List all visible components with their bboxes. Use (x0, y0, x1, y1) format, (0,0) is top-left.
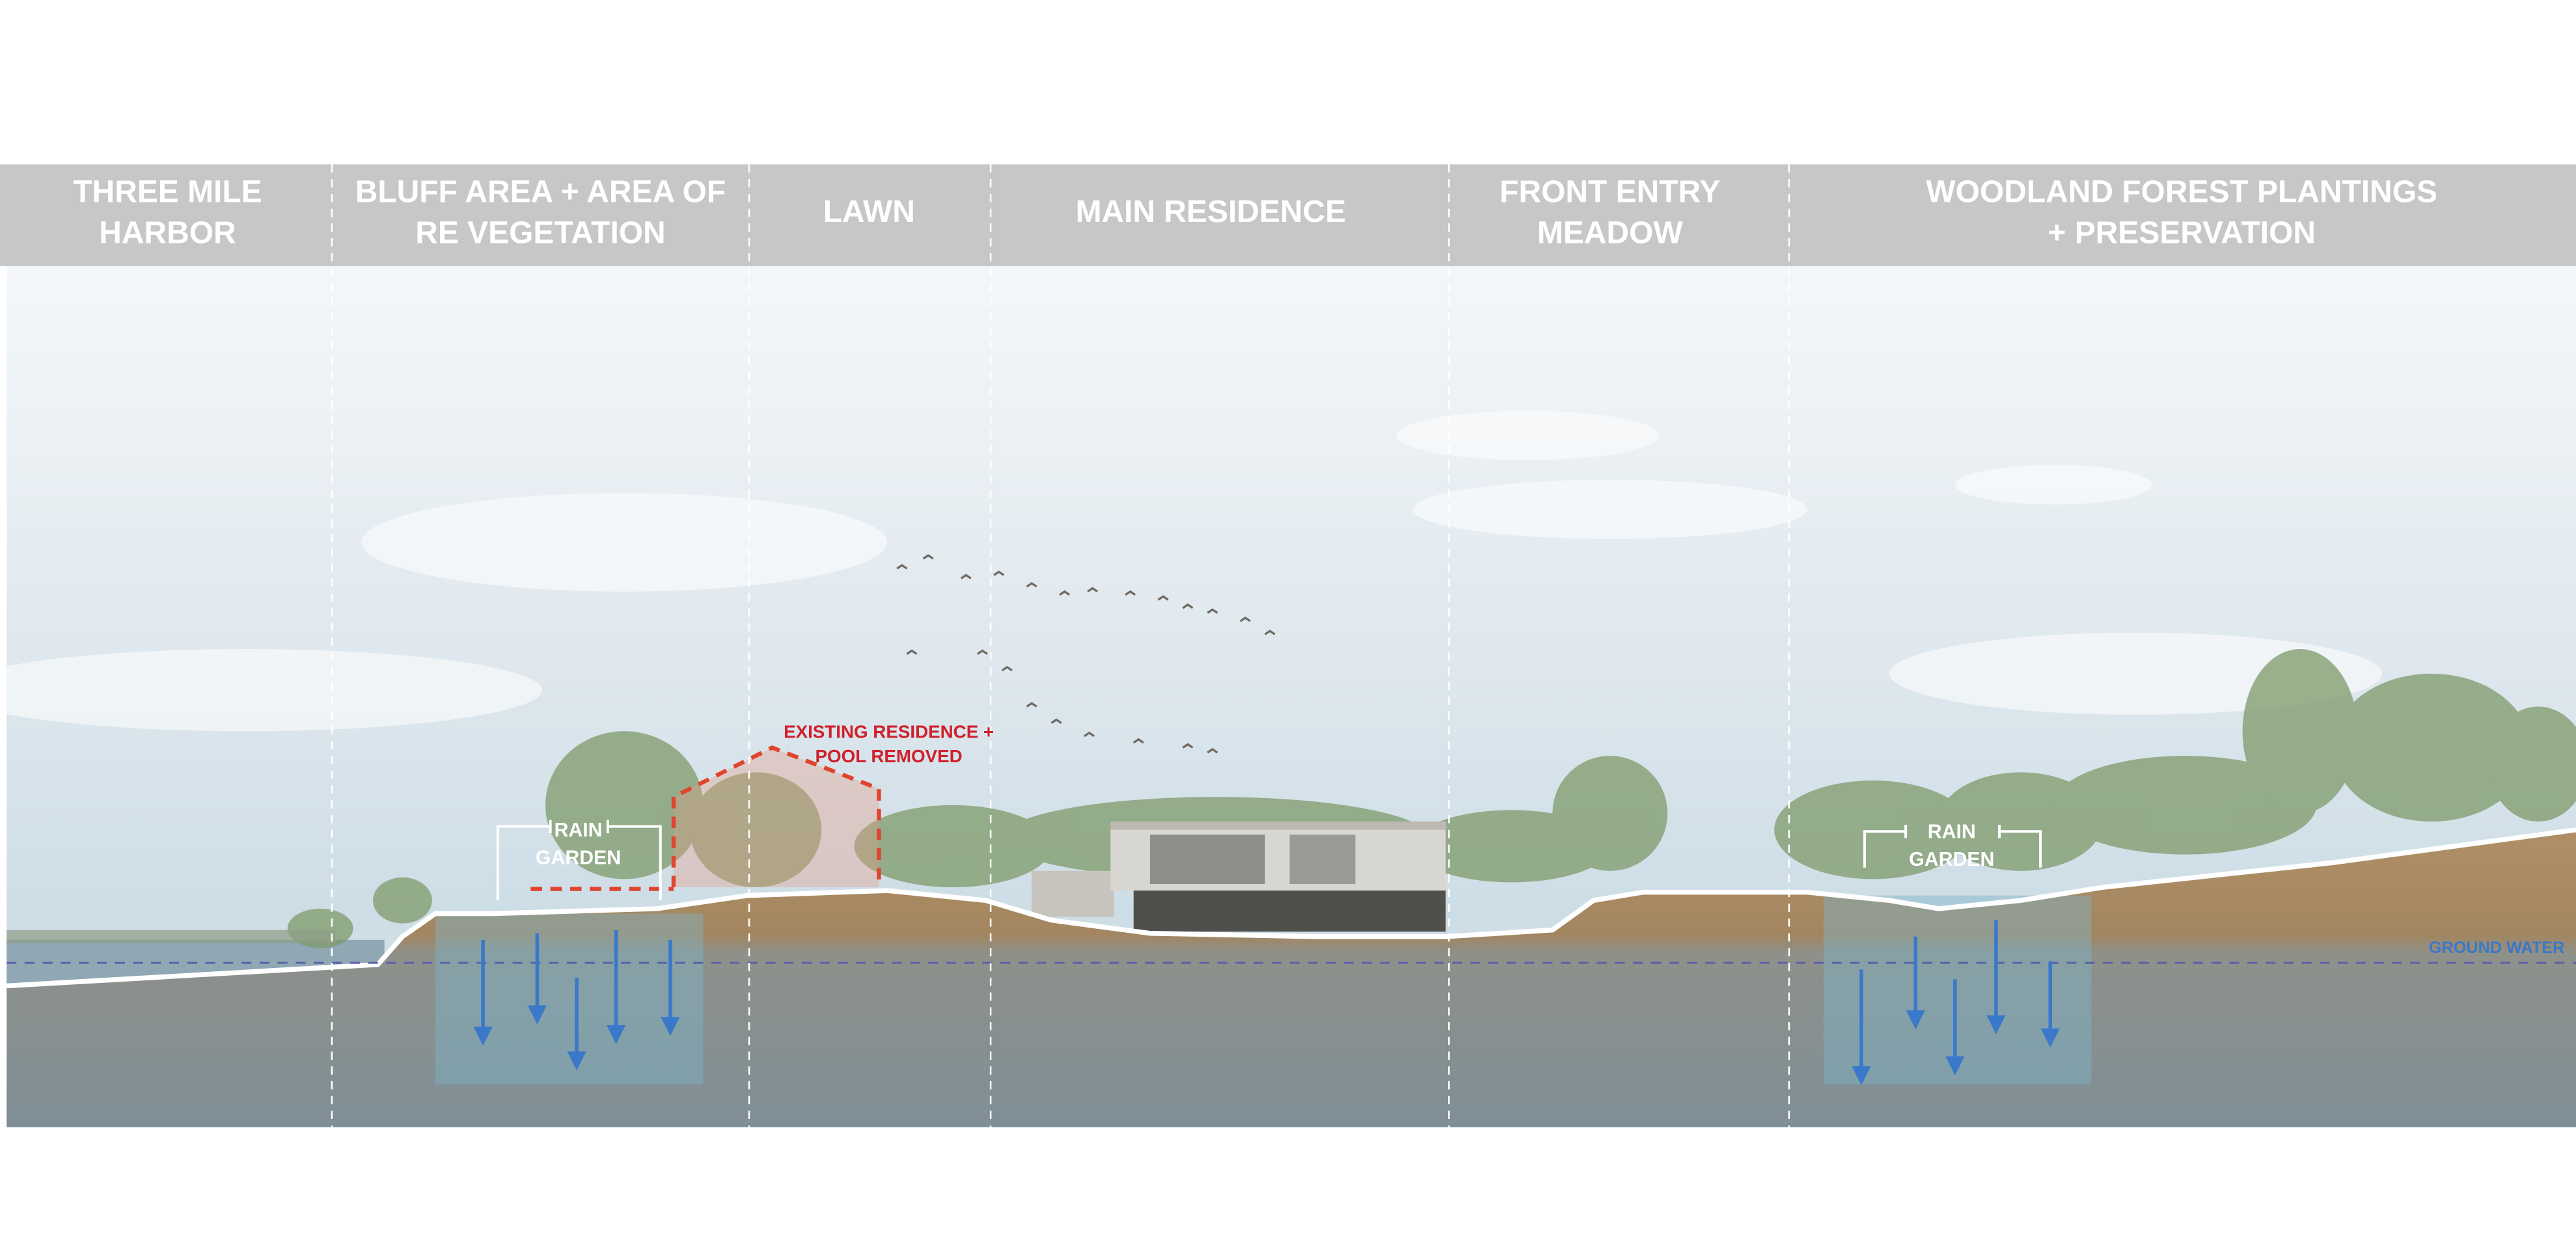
rain-garden-label-woodland: RAIN GARDEN (1909, 821, 1994, 870)
soil-section (7, 829, 2576, 1127)
ground-surface-line (7, 827, 2576, 989)
svg-text:THREE MILE: THREE MILE (73, 174, 262, 209)
removed-residence-outline (530, 745, 881, 891)
zone-header-bluff-area: BLUFF AREA + AREA OF RE VEGETATION (355, 174, 726, 250)
removed-residence-label: EXISTING RESIDENCE + POOL REMOVED (784, 721, 994, 766)
birds (896, 554, 1276, 754)
zone-header-lawn: LAWN (823, 195, 915, 229)
background-vegetation (7, 649, 2576, 948)
svg-text:MEADOW: MEADOW (1537, 216, 1683, 251)
rain-garden-bracket (496, 820, 2042, 901)
zone-dividers (331, 164, 1790, 1127)
main-residence-building (1032, 822, 1446, 932)
svg-text:RE VEGETATION: RE VEGETATION (415, 216, 665, 251)
zone-header-woodland-forest: WOODLAND FOREST PLANTINGS + PRESERVATION (1926, 174, 2437, 250)
rain-garden-infiltration-zone (1823, 895, 2092, 1084)
svg-text:GARDEN: GARDEN (536, 848, 621, 869)
svg-text:POOL REMOVED: POOL REMOVED (815, 746, 963, 766)
zone-header-main-residence: MAIN RESIDENCE (1076, 195, 1347, 229)
svg-text:MAIN RESIDENCE: MAIN RESIDENCE (1076, 195, 1347, 229)
svg-text:+ PRESERVATION: + PRESERVATION (2048, 216, 2316, 251)
zone-header-three-mile-harbor: THREE MILE HARBOR (73, 174, 262, 250)
svg-text:EXISTING RESIDENCE +: EXISTING RESIDENCE + (784, 721, 994, 741)
svg-text:FRONT ENTRY: FRONT ENTRY (1500, 174, 1720, 209)
svg-text:RAIN: RAIN (1928, 821, 1976, 842)
infiltration-arrows (473, 920, 2060, 1086)
zone-header-front-entry-meadow: FRONT ENTRY MEADOW (1500, 174, 1720, 250)
svg-text:LAWN: LAWN (823, 195, 915, 229)
rain-garden-label-bluff: RAIN GARDEN (536, 820, 621, 869)
svg-text:HARBOR: HARBOR (99, 216, 236, 251)
svg-text:GARDEN: GARDEN (1909, 849, 1994, 870)
rain-garden-infiltration-zone (435, 913, 704, 1084)
svg-text:WOODLAND FOREST PLANTINGS: WOODLAND FOREST PLANTINGS (1926, 174, 2437, 209)
svg-text:BLUFF AREA + AREA OF: BLUFF AREA + AREA OF (355, 174, 726, 209)
svg-text:RAIN: RAIN (555, 820, 603, 841)
ground-water-label: GROUND WATER (2429, 939, 2564, 957)
zone-header-band (0, 164, 2576, 266)
